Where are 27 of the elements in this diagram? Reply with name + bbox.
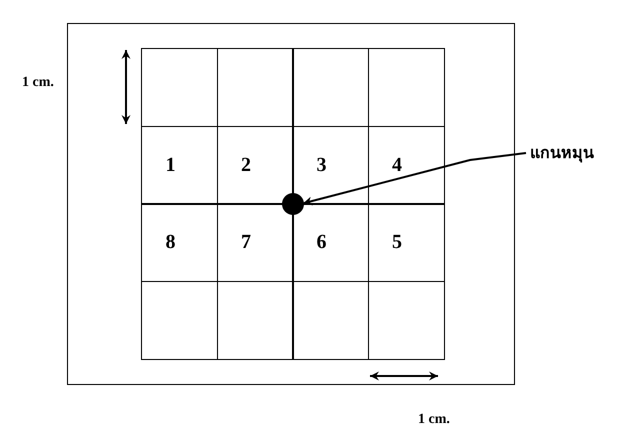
grid-cell — [141, 48, 218, 127]
cell-number: 8 — [166, 231, 176, 254]
grid-cell — [368, 280, 444, 360]
cell-number: 7 — [241, 231, 251, 254]
grid-cell — [368, 126, 444, 204]
grid-cell — [368, 48, 444, 127]
dimension-label: 1 cm. — [418, 412, 450, 428]
cell-number: 2 — [241, 154, 251, 176]
dimension-label: 1 cm. — [22, 75, 54, 91]
pivot-dot — [282, 193, 304, 215]
pivot-label: แกนหมุน — [530, 140, 620, 166]
cell-number: 5 — [392, 231, 402, 254]
grid-cell — [292, 48, 369, 127]
cell-number: 6 — [316, 231, 326, 254]
grid-cell — [216, 48, 294, 127]
grid-cell — [368, 203, 444, 282]
leader-line — [303, 152, 526, 206]
outer-frame — [67, 23, 515, 385]
cell-number: 3 — [316, 154, 326, 176]
grid-cell — [216, 280, 294, 360]
grid-cell — [292, 280, 369, 360]
cell-number: 4 — [392, 154, 402, 176]
grid-cell — [216, 126, 294, 204]
grid-cell — [141, 280, 218, 360]
grid-cell — [141, 203, 218, 282]
grid-cell — [141, 126, 218, 204]
cell-number: 1 — [166, 154, 176, 176]
